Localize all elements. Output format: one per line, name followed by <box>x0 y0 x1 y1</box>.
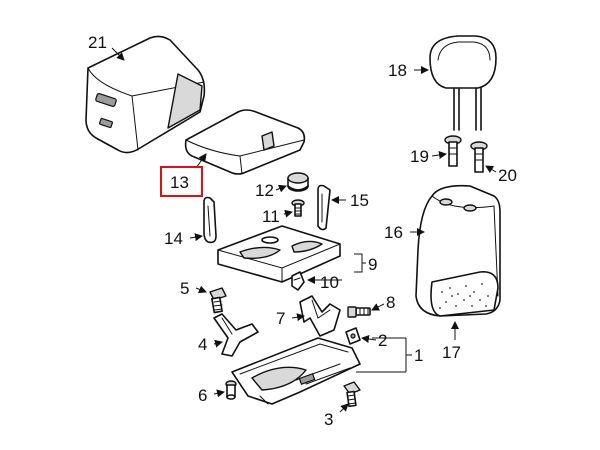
part-9-tray[interactable] <box>217 225 341 283</box>
callout-11: 11 <box>262 207 280 226</box>
callout-14: 14 <box>164 229 183 248</box>
part-5-bolt[interactable] <box>209 287 227 314</box>
part-11-screw[interactable] <box>291 199 305 217</box>
part-4-bracket[interactable] <box>213 313 259 357</box>
callout-5: 5 <box>180 279 189 298</box>
callout-12: 12 <box>255 181 274 200</box>
callout-8: 8 <box>386 293 395 312</box>
callout-18: 18 <box>388 61 407 80</box>
part-10-clip[interactable] <box>291 271 305 291</box>
callout-7: 7 <box>276 309 285 328</box>
part-3-bolt[interactable] <box>343 381 361 408</box>
callout-16: 16 <box>384 223 403 242</box>
callout-19: 19 <box>410 147 429 166</box>
part-16-seat-back[interactable] <box>415 184 501 317</box>
callout-1: 1 <box>414 346 423 365</box>
callout-9: 9 <box>368 255 377 274</box>
part-1-base-track[interactable] <box>231 337 361 405</box>
highlight-box-13 <box>160 166 203 197</box>
part-19-guide[interactable] <box>444 135 462 167</box>
part-18-headrest[interactable] <box>429 35 497 131</box>
callout-17: 17 <box>442 343 461 362</box>
part-8-bolt[interactable] <box>347 306 371 318</box>
part-12-cap[interactable] <box>287 172 309 192</box>
part-20-guide[interactable] <box>470 141 488 173</box>
callout-21: 21 <box>88 33 107 52</box>
callout-3: 3 <box>324 410 333 429</box>
part-7-hinge[interactable] <box>299 295 341 337</box>
callout-13: 13 <box>170 173 189 192</box>
callout-15: 15 <box>350 191 369 210</box>
callout-4: 4 <box>198 335 207 354</box>
callout-20: 20 <box>498 166 517 185</box>
part-14-strap[interactable] <box>203 196 217 244</box>
callout-2: 2 <box>378 331 387 350</box>
part-21-console-lid[interactable] <box>85 35 206 154</box>
callout-6: 6 <box>198 386 207 405</box>
callout-10: 10 <box>320 273 339 292</box>
part-6-pin[interactable] <box>225 380 237 400</box>
part-15-latch[interactable] <box>317 184 331 231</box>
part-13-armrest-pad[interactable] <box>184 109 306 175</box>
part-2-clip[interactable] <box>345 327 361 345</box>
